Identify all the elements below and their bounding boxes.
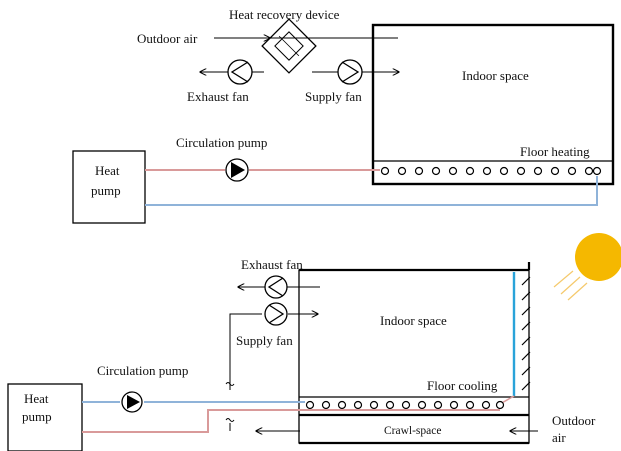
duct-break-mark-a (225, 382, 235, 386)
heat-exchanger-icon (261, 18, 317, 74)
top-heat-pump (72, 150, 146, 224)
bottom-indoor-space-label: Indoor space (380, 313, 447, 328)
heat-recovery-label: Heat recovery device (229, 7, 340, 22)
top-indoor-space-label: Indoor space (462, 68, 529, 83)
bottom-supply-fan-label: Supply fan (236, 333, 293, 348)
bottom-floor-coils (305, 400, 505, 410)
top-system: Indoor space Floor heating Heat pump (72, 7, 615, 224)
top-heat-pump-label-2: pump (91, 183, 121, 198)
bottom-outdoor-air-label-2: air (552, 430, 566, 445)
bottom-supply-duct (229, 313, 262, 390)
top-cold-pipe (145, 176, 598, 206)
top-exhaust-fan-label: Exhaust fan (187, 89, 249, 104)
bottom-heat-pump-label-1: Heat (24, 391, 49, 406)
bottom-warm-pipe (82, 409, 500, 433)
duct-break-mark-b (225, 418, 235, 422)
sun-icon (553, 233, 621, 301)
top-circulation-pump-label: Circulation pump (176, 135, 267, 150)
bottom-system: Indoor space Floor cooling (7, 257, 596, 451)
top-indoor-room (371, 23, 615, 186)
top-heat-pump-label-1: Heat (95, 163, 120, 178)
bottom-exhaust-fan-icon (264, 275, 288, 299)
top-exhaust-fan-icon (227, 59, 253, 85)
bottom-heat-pump-label-2: pump (22, 409, 52, 424)
top-supply-fan-icon (337, 59, 363, 85)
bottom-exhaust-fan-label: Exhaust fan (241, 257, 303, 272)
bottom-indoor-room (298, 269, 530, 444)
bottom-heat-pump (7, 383, 83, 451)
bottom-supply-fan-icon (264, 302, 288, 326)
bottom-circulation-pump-icon (121, 391, 143, 413)
wall-hatching (521, 276, 531, 391)
top-supply-fan-label: Supply fan (305, 89, 362, 104)
bottom-floor-cooling-label: Floor cooling (427, 378, 498, 393)
top-floor-coils (380, 166, 602, 176)
bottom-circulation-pump-label: Circulation pump (97, 363, 188, 378)
crawl-space-label: Crawl-space (384, 425, 441, 437)
top-floor-heating-label: Floor heating (520, 144, 590, 159)
top-outdoor-air-label: Outdoor air (137, 31, 198, 46)
bottom-outdoor-air-label-1: Outdoor (552, 413, 596, 428)
top-circulation-pump-icon (225, 158, 249, 182)
